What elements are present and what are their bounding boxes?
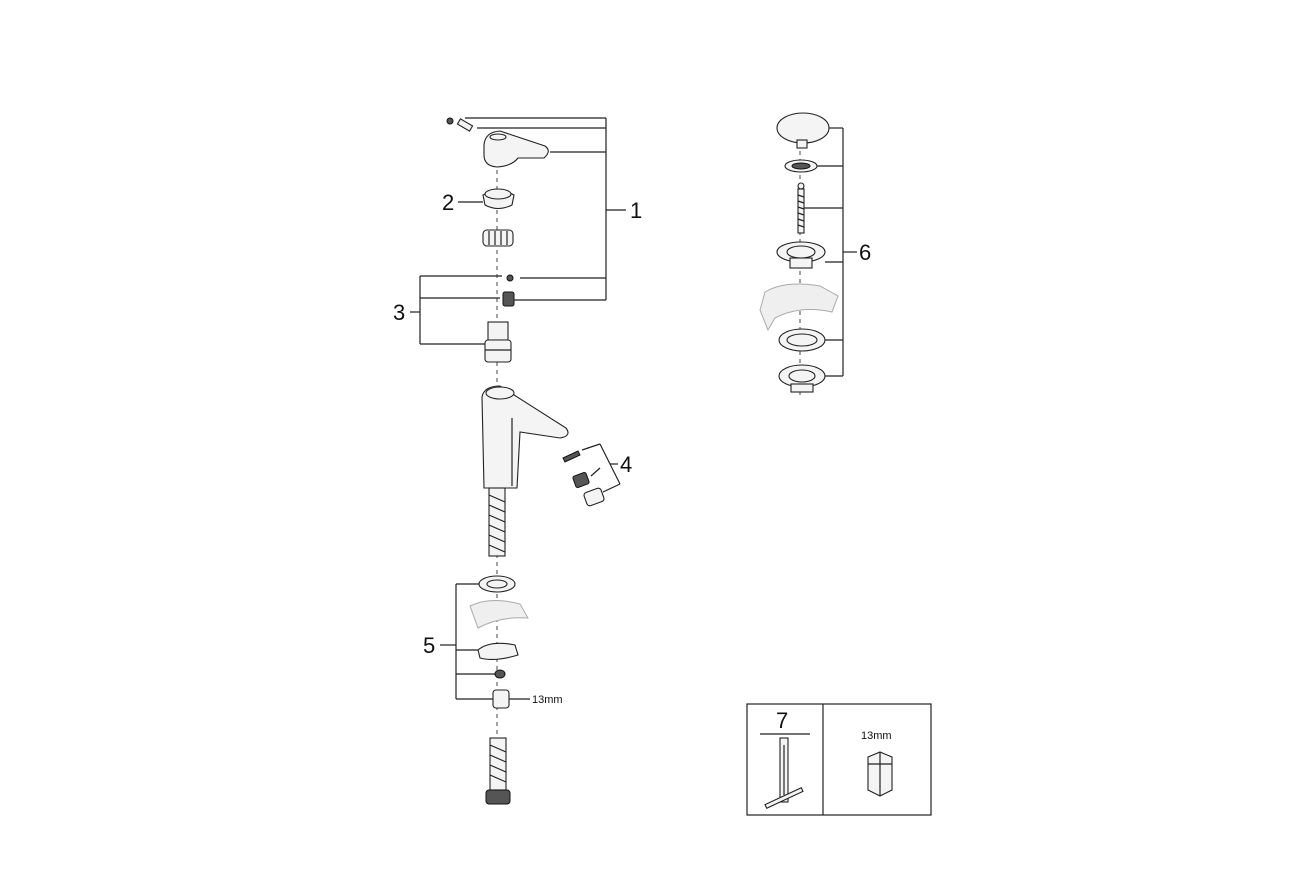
drain-seal-ring [784, 159, 818, 173]
basin-section [759, 283, 839, 332]
wrench-tool [764, 737, 804, 809]
tool-box-number: 7 [776, 708, 788, 733]
callout-1-bracket [465, 117, 626, 301]
handle-screw [446, 117, 474, 132]
faucet-body [481, 385, 569, 489]
mounting-set-part-5 [469, 575, 529, 709]
drain-assembly-part-6: 6 [759, 112, 871, 395]
hex-socket-icon [867, 751, 893, 797]
callout-3-bracket [410, 275, 502, 345]
callout-4: 4 [620, 452, 632, 477]
cover-cap-part-2 [482, 188, 515, 210]
drain-gasket [778, 328, 826, 352]
faucet-assembly: 1 2 3 4 5 [393, 117, 642, 805]
cartridge [484, 321, 512, 363]
callout-2: 2 [442, 190, 454, 215]
flex-hose-upper [488, 487, 506, 557]
callout-5-bracket [440, 583, 495, 700]
nut-size-label: 13mm [532, 694, 563, 706]
callout-1: 1 [630, 198, 642, 223]
drain-rod [797, 182, 805, 234]
lever-handle [483, 130, 549, 168]
threaded-ring [482, 229, 514, 247]
drain-flange [776, 241, 826, 269]
flex-hose-lower [485, 737, 511, 805]
tool-box-nut-size: 13mm [861, 730, 892, 742]
tool-box: 7 13mm [746, 703, 932, 816]
cartridge-screw [502, 274, 515, 307]
tool-box-frame [746, 703, 932, 816]
callout-3: 3 [393, 300, 405, 325]
callout-4-bracket [581, 443, 621, 493]
aerator-parts [562, 450, 605, 507]
drain-stopper-cap [776, 112, 830, 149]
callout-6: 6 [859, 240, 871, 265]
callout-6-bracket [804, 127, 857, 377]
callout-5: 5 [423, 633, 435, 658]
drain-nut [778, 364, 826, 393]
